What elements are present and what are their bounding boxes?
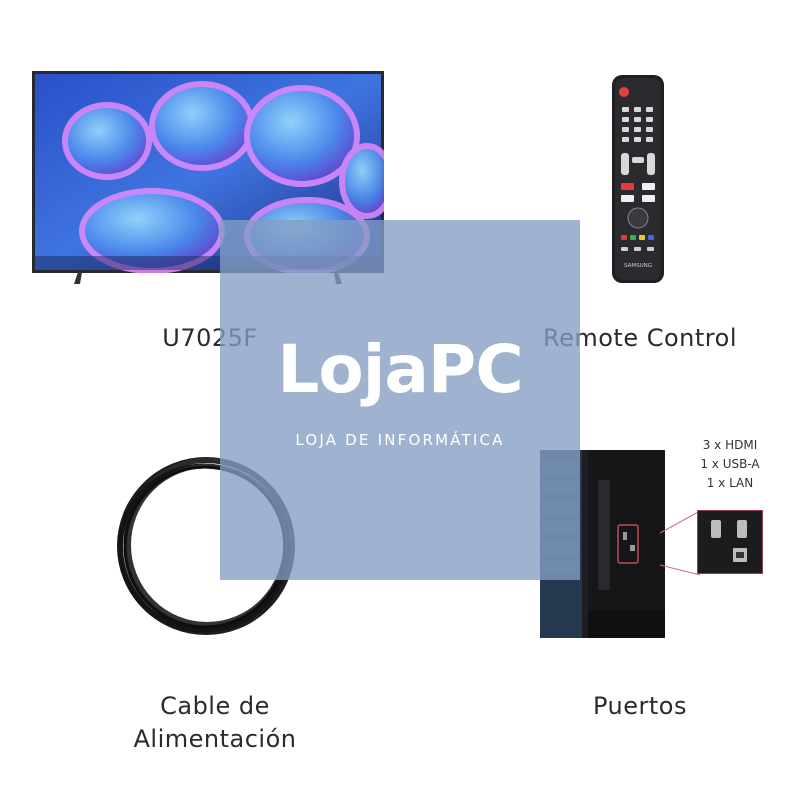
port-spec-lan: 1 x LAN <box>706 476 754 490</box>
cable-label-line2: Alimentación <box>133 725 297 753</box>
port-spec-usb: 1 x USB-A <box>700 457 760 471</box>
watermark-overlay <box>220 220 580 580</box>
cable-label-line1: Cable de <box>160 692 270 720</box>
remote-logo-text: SAMSUNG <box>624 263 652 269</box>
ports-label: Puertos <box>593 692 687 720</box>
port-spec-hdmi: 3 x HDMI <box>702 438 758 452</box>
ports-zoom-connector-lines <box>660 510 701 576</box>
watermark-brand: LojaPC <box>277 331 523 408</box>
ports-zoom-image <box>697 510 763 574</box>
remote-control-image: SAMSUNG <box>612 75 664 283</box>
watermark-tagline: LOJA DE INFORMÁTICA <box>295 431 505 449</box>
